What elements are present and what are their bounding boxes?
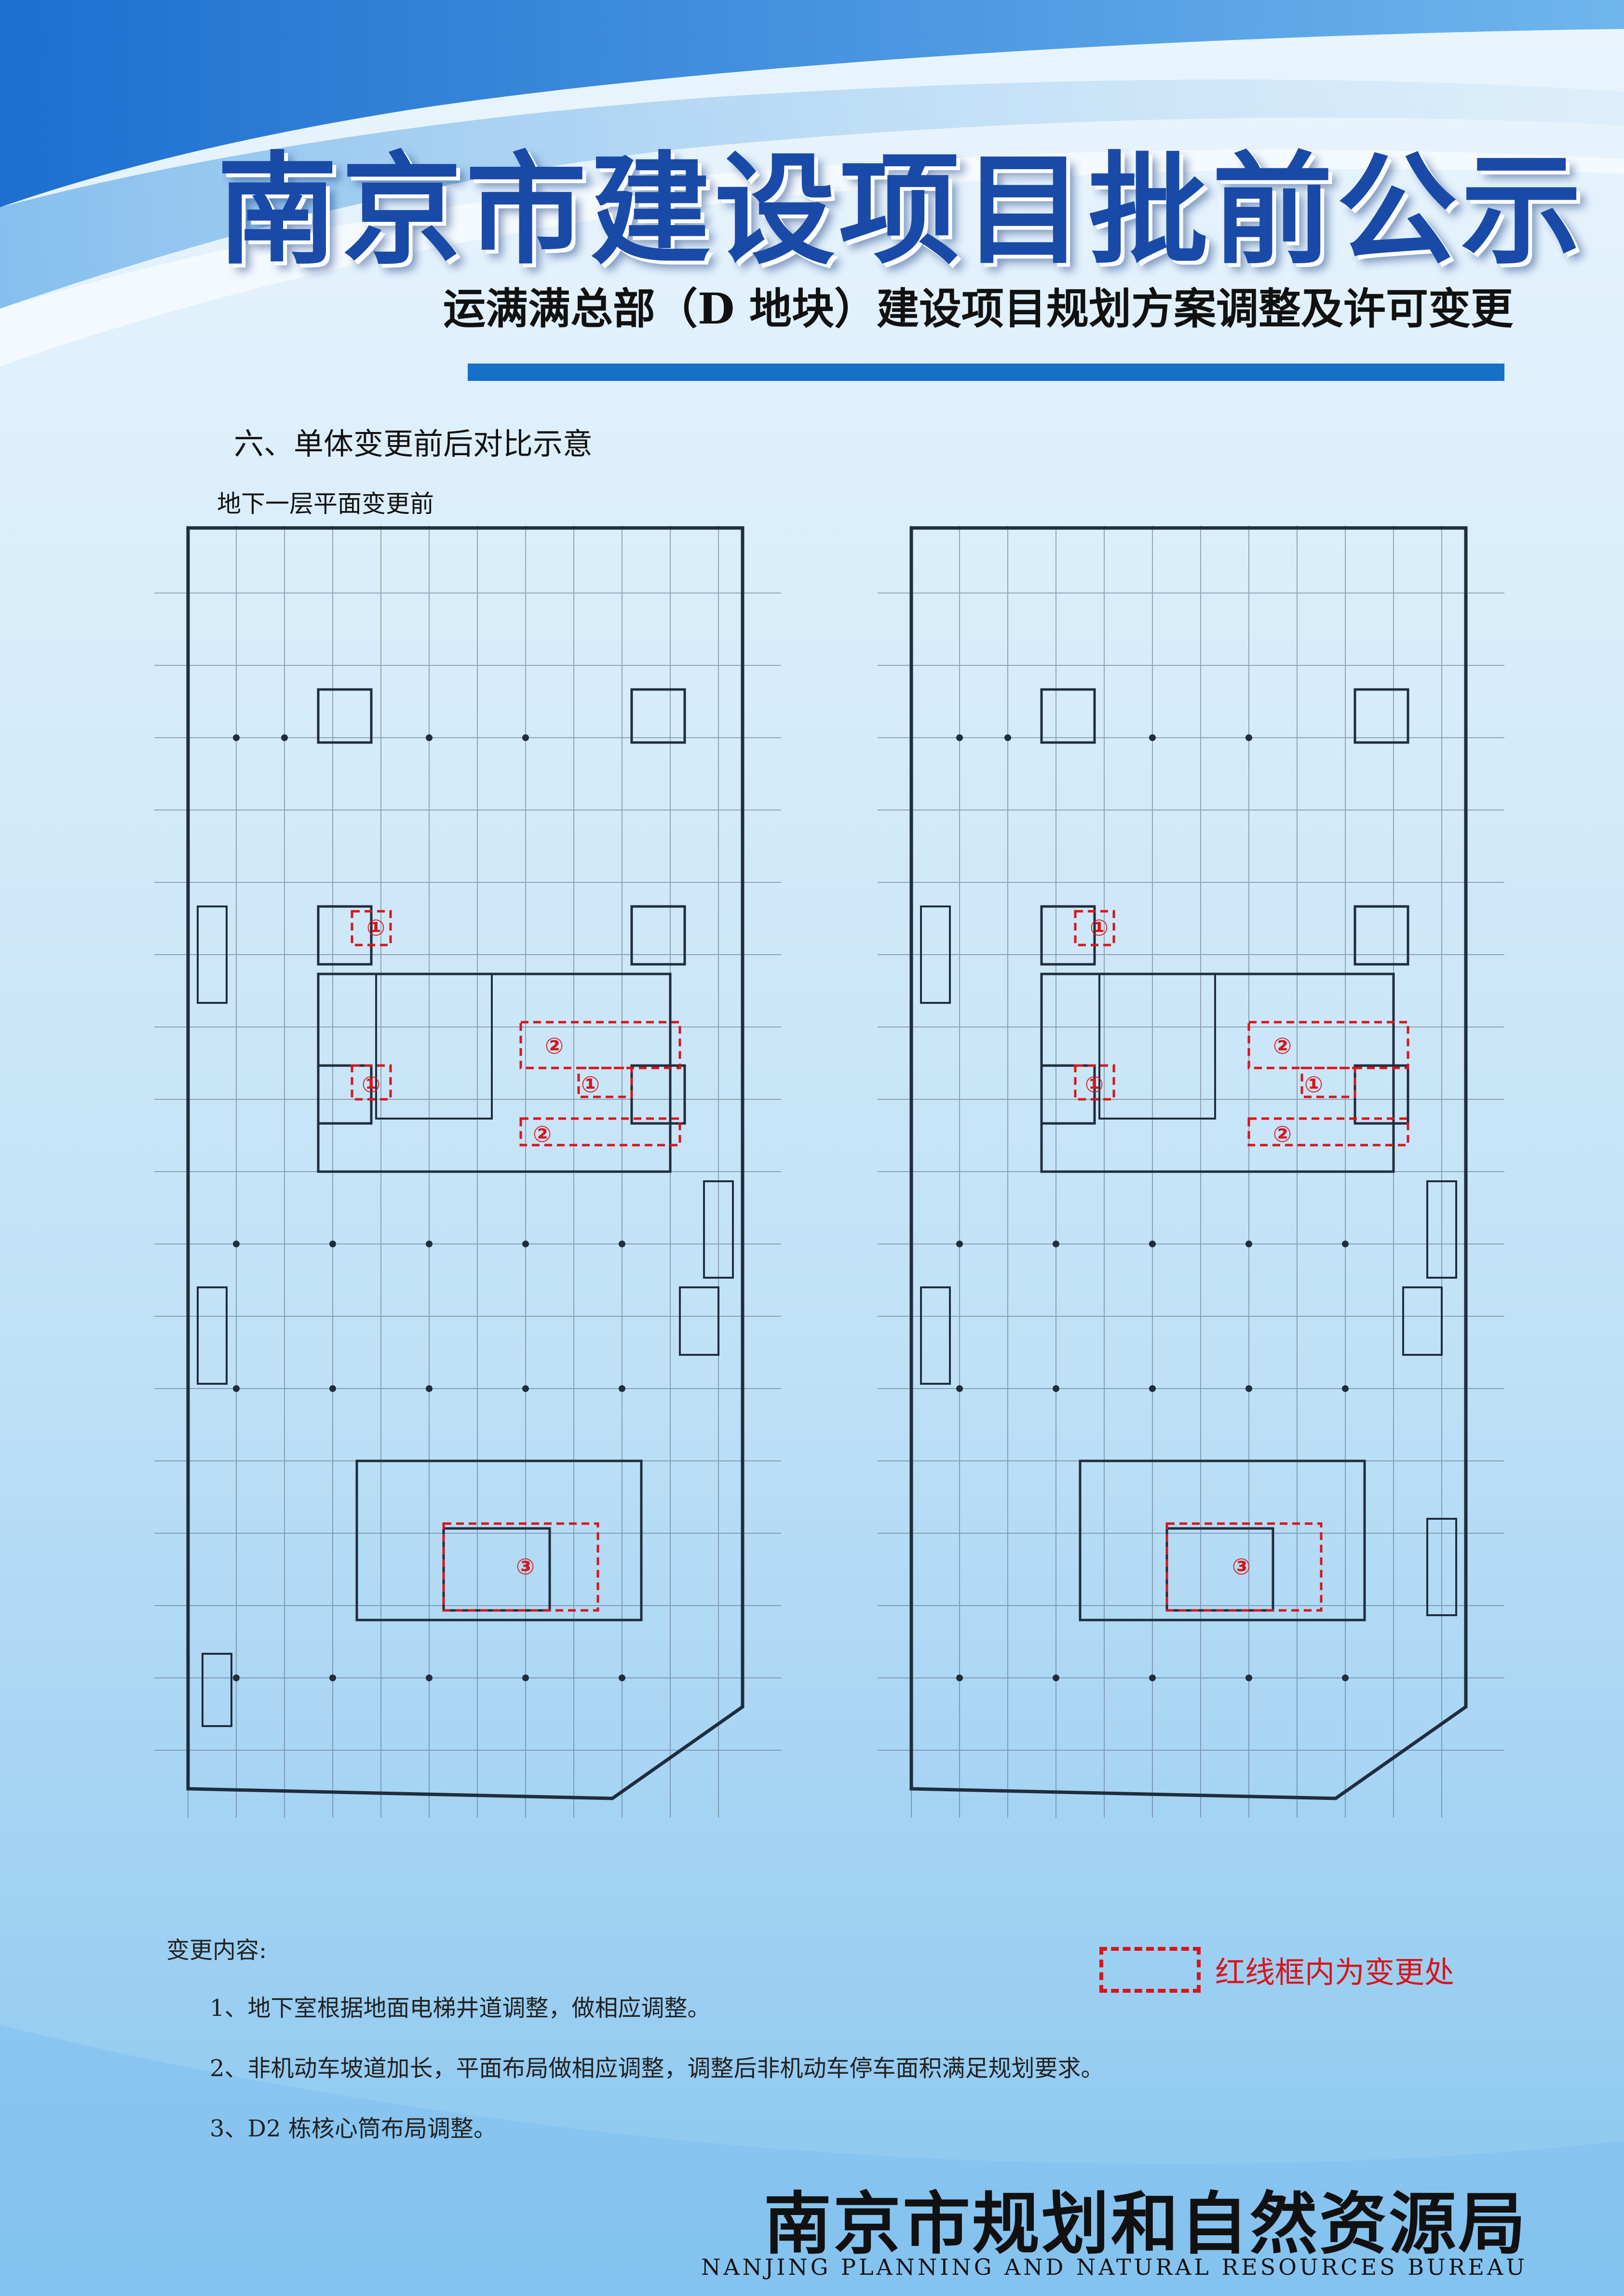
marker-2-lower: ②	[1273, 1121, 1292, 1147]
marker-2-upper: ②	[545, 1033, 564, 1059]
marker-1-center: ①	[1304, 1071, 1323, 1097]
legend-label: 红线框内为变更处	[1215, 1955, 1455, 1990]
change-legend: 红线框内为变更处	[1099, 1943, 1454, 1996]
title-rule	[468, 364, 1504, 381]
change-item-2: 2、非机动车坡道加长，平面布局做相应调整，调整后非机动车停车面积满足规划要求。	[210, 2055, 1104, 2082]
marker-1-center: ①	[581, 1071, 600, 1097]
marker-1-upper: ①	[1090, 915, 1109, 941]
marker-1-upper: ①	[366, 915, 385, 941]
page-subtitle: 运满满总部（D 地块）建设项目规划方案调整及许可变更	[443, 284, 1513, 334]
floor-plan-after: ① ② ① ① ② ③	[878, 526, 1504, 1818]
marker-1-lower-left: ①	[1085, 1071, 1104, 1097]
marker-2-upper: ②	[1273, 1033, 1292, 1059]
red-dashed-box-icon	[1099, 1946, 1201, 1993]
page-title: 南京市建设项目批前公示	[217, 139, 1585, 281]
section-heading: 六、单体变更前后对比示意	[234, 426, 593, 461]
marker-3-core: ③	[1232, 1553, 1251, 1580]
left-plan-caption: 地下一层平面变更前	[217, 490, 434, 518]
bureau-name-cn: 南京市规划和自然资源局	[763, 2185, 1528, 2264]
change-item-1: 1、地下室根据地面电梯井道调整，做相应调整。	[210, 1995, 711, 2022]
marker-2-lower: ②	[533, 1121, 552, 1147]
marker-1-lower-left: ①	[362, 1071, 380, 1097]
marker-3-core: ③	[516, 1553, 535, 1580]
change-item-3: 3、D2 栋核心筒布局调整。	[210, 2115, 497, 2142]
floor-plan-before: ① ② ① ① ② ③	[154, 526, 781, 1818]
changes-heading: 变更内容:	[166, 1937, 267, 1964]
bureau-name-en: NANJING PLANNING AND NATURAL RESOURCES B…	[701, 2254, 1528, 2280]
